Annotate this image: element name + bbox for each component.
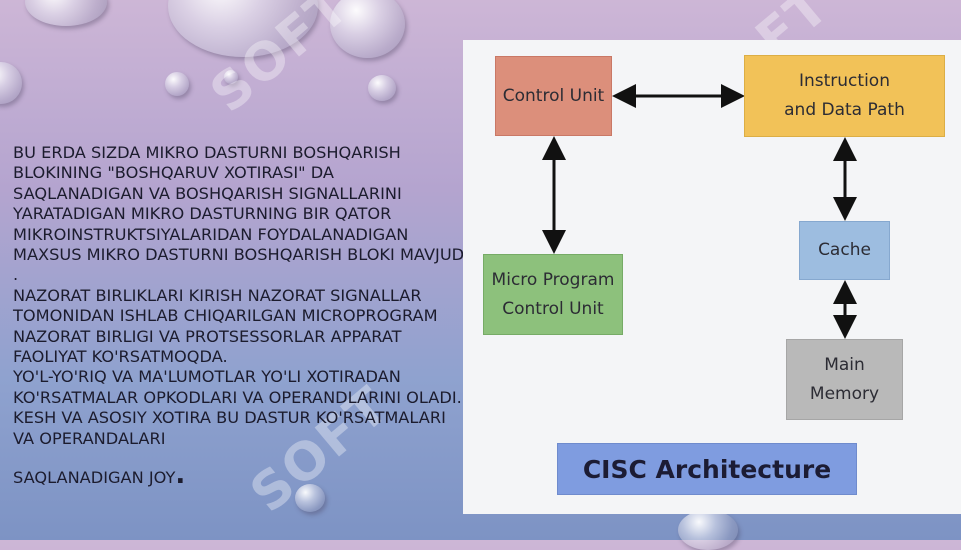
instruction-data-path-box: Instruction and Data Path [744,55,945,137]
micro-program-control-unit-box: Micro Program Control Unit [483,254,623,335]
instruction-label-line1: Instruction [798,71,890,91]
cisc-title-label: CISC Architecture [582,454,832,484]
paragraph: Nazorat birliklari kirish nazorat signal… [13,285,438,367]
cisc-architecture-diagram: Control Unit Instruction and Data Path C… [463,40,961,514]
control-unit-label: Control Unit [502,85,605,106]
slide-body-text: Bu erda sizda mikro dasturni boshqarish … [13,143,465,489]
paragraph-last: saqlanadigan joy. [13,462,465,488]
main-label-line2: Memory [809,383,880,404]
water-drop [368,75,396,101]
paragraph: Yo'l-yo'riq va ma'lumotlar yo'li xotirad… [13,367,462,407]
water-drop [224,70,238,84]
cache-box: Cache [799,221,890,280]
water-drop [295,484,325,512]
cisc-architecture-title: CISC Architecture [557,443,857,495]
instruction-label-line2: and Data Path [784,100,905,120]
cache-label: Cache [818,240,871,260]
paragraph: Bu erda sizda mikro dasturni boshqarish … [13,143,465,285]
water-drop [678,510,738,550]
water-drop [25,0,107,26]
main-memory-box: Main Memory [786,339,903,420]
water-drop [165,72,189,96]
water-drop [330,0,405,58]
control-unit-box: Control Unit [495,56,612,136]
micro-label-line1: Micro Program [491,269,615,290]
diagram-arrows [542,84,857,339]
water-drop [0,62,22,104]
main-label-line1: Main [824,354,865,375]
paragraph: Kesh va asosiy xotira bu dastur ko'rsatm… [13,408,446,448]
last-punct: . [175,460,186,491]
micro-label-line2: Control Unit [502,298,604,319]
last-line: saqlanadigan joy [13,468,176,488]
